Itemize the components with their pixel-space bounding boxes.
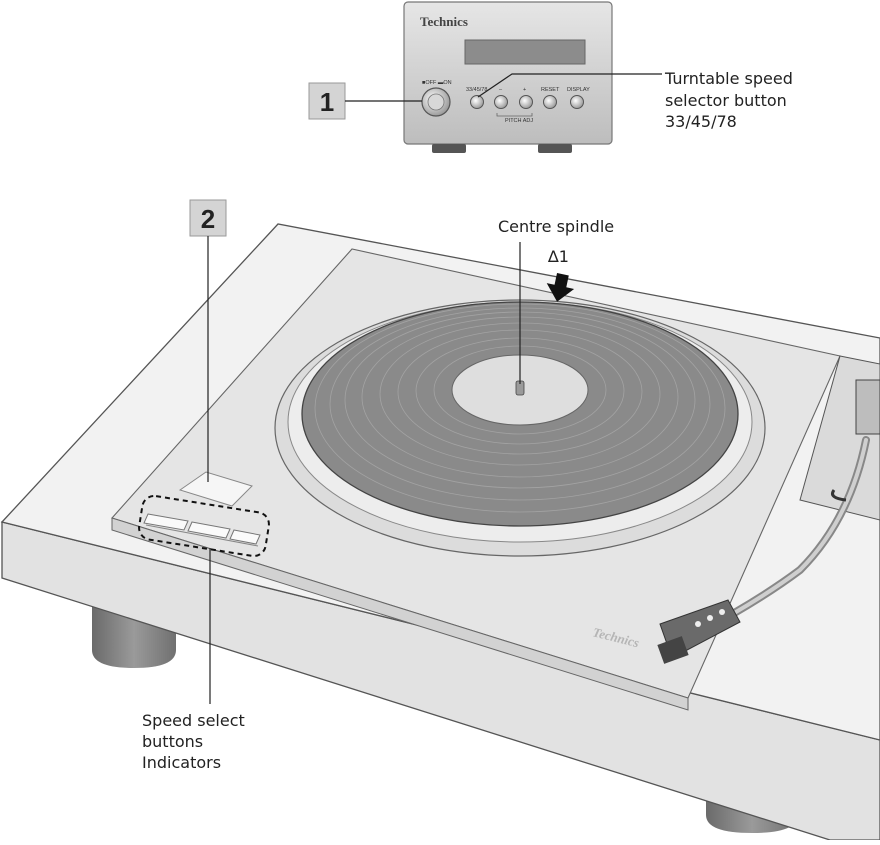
speed-select-button-33[interactable] <box>143 513 189 531</box>
step-1-badge: 1 <box>308 82 346 120</box>
pitch-plus-label: + <box>523 87 526 93</box>
arm-rest <box>831 489 847 502</box>
note-marker: ∆1 <box>547 247 569 266</box>
step-2-badge: 2 <box>189 199 227 237</box>
speed-buttons-callout-line-2: buttons <box>142 732 203 751</box>
speed-buttons-callout-line-3: Indicators <box>142 753 221 772</box>
speed-select-button-78[interactable] <box>229 529 261 545</box>
tonearm-pivot <box>855 379 880 435</box>
pitch-minus-button[interactable] <box>494 95 508 109</box>
speed-selector-callout-line-2: selector button <box>665 91 787 110</box>
pitch-plus-button[interactable] <box>519 95 533 109</box>
speed-indicator-strip <box>145 524 259 547</box>
display-button-label: DISPLAY <box>567 87 590 93</box>
headshell-hole-1 <box>695 621 701 627</box>
unit-brand-logo: Technics <box>420 14 468 29</box>
step-2-number: 2 <box>201 204 215 234</box>
power-knob-cap <box>427 93 445 111</box>
pitch-minus-label: – <box>499 87 503 93</box>
speed-selector-callout: Turntable speed selector button 33/45/78 <box>664 69 798 131</box>
unit-foot-left <box>432 144 466 153</box>
speed-selector-callout-line-3: 33/45/78 <box>665 112 737 131</box>
speed-panel-lid <box>178 471 253 507</box>
speed-selector-leader <box>477 73 662 98</box>
speed-button-label: 33/45/78 <box>466 87 487 93</box>
tonearm-arm-highlight <box>698 438 868 634</box>
speed-select-button-45[interactable] <box>187 521 231 539</box>
centre-spindle-callout: Centre spindle <box>498 217 614 236</box>
tonearm-assembly <box>657 355 880 664</box>
reset-button[interactable] <box>543 95 557 109</box>
step-1-number: 1 <box>320 87 334 117</box>
speed-selector-callout-line-1: Turntable speed <box>664 69 793 88</box>
pitch-adj-label: PITCH ADJ <box>505 118 533 124</box>
pitch-adj-bracket <box>496 113 533 117</box>
speed-select-buttons <box>138 471 270 558</box>
power-switch-label: ■OFF ▬ON <box>422 80 452 86</box>
speed-selector-button[interactable] <box>470 95 484 109</box>
unit-foot-right <box>538 144 572 153</box>
cartridge <box>657 636 689 664</box>
speed-buttons-callout-line-1: Speed select <box>142 711 245 730</box>
unit-display-window <box>464 39 586 65</box>
headshell-hole-3 <box>719 609 725 615</box>
reset-button-label: RESET <box>541 87 560 93</box>
speed-buttons-callout: Speed select buttons Indicators <box>142 711 250 772</box>
headshell-hole-2 <box>707 615 713 621</box>
display-button[interactable] <box>570 95 584 109</box>
control-unit: Technics ■OFF ▬ON 33/45/78 – + RESET DIS… <box>403 1 613 153</box>
plinth-front-face <box>1 521 880 841</box>
top-plate-edge <box>111 517 689 711</box>
down-arrow-icon <box>546 273 575 302</box>
